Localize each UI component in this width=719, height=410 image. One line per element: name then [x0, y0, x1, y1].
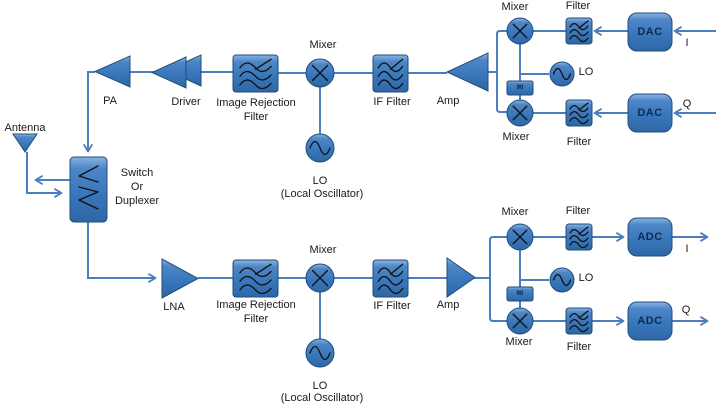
switch-icon: [78, 165, 99, 210]
tx-iq-lo-label: LO: [578, 66, 594, 78]
antenna-icon: [12, 133, 38, 153]
pa-to-switch-line: [83, 71, 95, 153]
rx-irf-label-line1: Image Rejection: [216, 299, 296, 311]
driver-label: Driver: [171, 96, 201, 108]
rx-q-mixer-label: Mixer: [505, 336, 533, 348]
rx-amp-label: Amp: [436, 299, 460, 311]
rx-if-filter-label: IF Filter: [373, 300, 411, 312]
rx-if-filter-block: [372, 259, 409, 298]
switch-label-line3: Duplexer: [114, 195, 160, 207]
rx-lo-label: LO: [312, 380, 328, 392]
rx-phase-label: 90: [516, 291, 524, 297]
antenna-label: Antenna: [4, 122, 46, 134]
tx-q-filter-block: [565, 99, 593, 127]
rx-q-filter-block: [565, 307, 593, 335]
rx-q-filter-label: Filter: [566, 341, 592, 353]
rx-iq-branch: [489, 236, 507, 322]
tx-i-dac-label: DAC: [637, 26, 663, 38]
rx-phase-shifter-block: [506, 286, 534, 302]
tx-q-mixer-label: Mixer: [502, 131, 530, 143]
tx-i-dac-block: [627, 12, 673, 52]
lna-shape: [161, 258, 200, 299]
tx-q-dac-block: [627, 93, 673, 133]
tx-irf-label-line1: Image Rejection: [216, 97, 296, 109]
rx-q-adc-label: ADC: [637, 315, 663, 327]
switch-to-lna-line: [87, 222, 157, 283]
rx-q-port-label: Q: [681, 304, 691, 316]
tx-irf-label-line2: Filter: [243, 111, 269, 123]
lna-label: LNA: [163, 301, 185, 313]
tx-q-port-label: Q: [682, 98, 692, 110]
rx-lo-sub-label: (Local Oscillator): [280, 392, 364, 404]
pa-amplifier-shape: [93, 55, 131, 88]
rx-mixer-label: Mixer: [309, 244, 337, 256]
tx-lo-label: LO: [312, 175, 328, 187]
tx-iq-branch: [496, 30, 507, 113]
tx-q-filter-label: Filter: [566, 136, 592, 148]
tx-phase-label: 90: [516, 85, 524, 91]
rx-amp-shape: [446, 257, 476, 298]
rx-irf-label-line2: Filter: [243, 313, 269, 325]
tx-if-filter-label: IF Filter: [373, 96, 411, 108]
rx-i-port-label: I: [685, 243, 689, 255]
tx-i-port-label: I: [685, 37, 689, 49]
rx-i-mixer-label: Mixer: [501, 206, 529, 218]
connectors: [26, 26, 716, 339]
rx-i-filter-label: Filter: [565, 205, 591, 217]
antenna-to-switch-line: [26, 152, 63, 198]
rx-q-adc-block: [627, 301, 673, 341]
tx-image-rejection-filter-block: [232, 54, 279, 93]
tx-amp-label: Amp: [436, 95, 460, 107]
tx-amp-shape: [445, 52, 489, 92]
tx-phase-shifter-block: [506, 80, 534, 96]
rx-i-adc-block: [627, 217, 673, 257]
switch-label-line2: Or: [130, 181, 144, 193]
block-glyphs: [78, 20, 589, 361]
rx-image-rejection-filter-block: [232, 259, 279, 298]
tx-if-filter-block: [372, 54, 409, 93]
tx-i-filter-label: Filter: [565, 0, 591, 12]
tx-lo-sub-label: (Local Oscillator): [280, 188, 364, 200]
tx-i-mixer-label: Mixer: [501, 1, 529, 13]
switch-label-line1: Switch: [120, 167, 154, 179]
pa-label: PA: [103, 95, 117, 107]
tx-mixer-label: Mixer: [309, 39, 337, 51]
rx-iq-lo-label: LO: [578, 272, 594, 284]
tx-q-dac-label: DAC: [637, 107, 663, 119]
tx-i-filter-block: [565, 17, 593, 45]
driver-amplifier-front-shape: [150, 56, 187, 89]
rx-i-filter-block: [565, 223, 593, 251]
rx-i-adc-label: ADC: [637, 231, 663, 243]
